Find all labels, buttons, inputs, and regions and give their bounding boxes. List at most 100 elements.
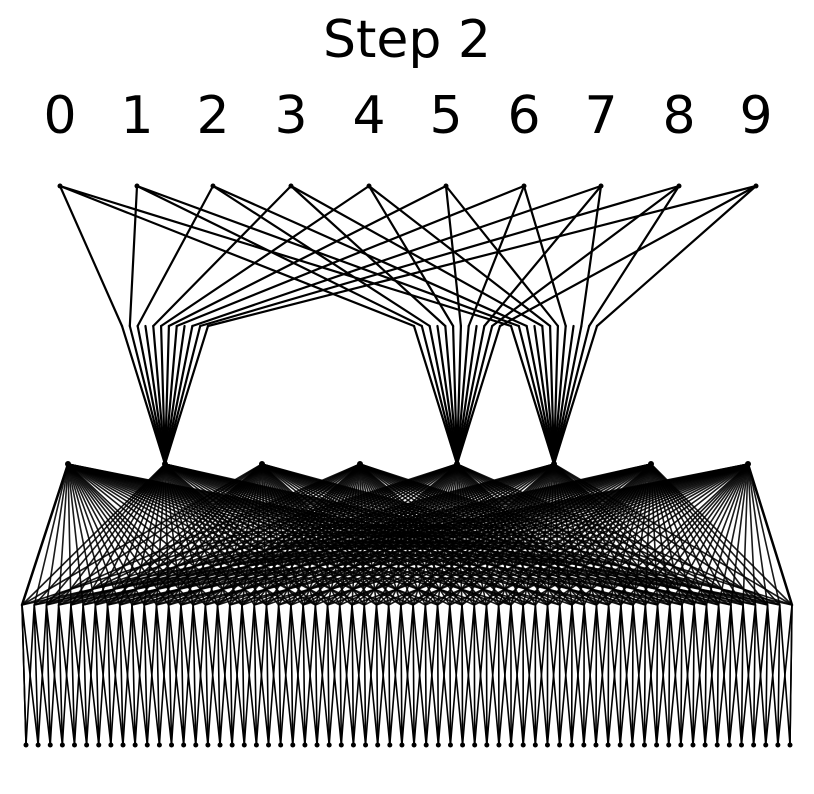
input-node-2 [210, 183, 216, 189]
dense-edge-1-2 [45, 463, 166, 606]
bottom-edge-0-1 [21, 604, 27, 746]
dense-edge-7-39 [497, 463, 749, 606]
bottom-edge-30-1 [387, 604, 391, 746]
edge-input-2-to-cluster-5 [211, 184, 431, 328]
bottom-edge-4-0 [57, 604, 76, 746]
fan-edge-6-10 [552, 324, 591, 466]
bottom-edge-33-0 [412, 604, 427, 746]
bottom-edge-60-0 [742, 604, 755, 746]
leaf-node-2 [47, 742, 53, 748]
dense-edge-7-17 [228, 463, 749, 606]
fan-edge-1-9 [163, 324, 194, 466]
bottom-edge-43-0 [534, 604, 549, 746]
leaf-node-49 [617, 742, 623, 748]
fan-edge-6-3 [533, 324, 556, 466]
dense-edge-1-11 [155, 463, 166, 606]
dense-edge-0-4 [67, 463, 72, 606]
dense-edge-7-31 [400, 463, 749, 606]
dense-edge-7-51 [644, 463, 749, 606]
bottom-edge-53-0 [656, 604, 670, 746]
leaf-node-14 [193, 742, 199, 748]
dense-edge-7-23 [302, 463, 749, 606]
dense-edge-7-45 [571, 463, 749, 606]
bottom-edges [21, 604, 793, 746]
dense-edge-2-0 [21, 463, 263, 606]
edge-input-6-to-cluster-6 [522, 184, 567, 328]
bottom-edge-12-1 [167, 604, 173, 746]
dense-edge-7-47 [595, 463, 749, 606]
edge-input-9-to-cluster-5 [498, 184, 758, 328]
bottom-edge-32-1 [412, 604, 415, 746]
bottom-edge-46-0 [571, 604, 585, 746]
bottom-edge-18-0 [228, 604, 246, 746]
leaf-node-47 [593, 742, 599, 748]
bottom-edge-17-1 [228, 604, 233, 746]
bottom-edge-42-0 [522, 604, 537, 746]
bottom-edge-40-0 [497, 604, 512, 746]
hub-node-5 [551, 461, 557, 467]
dense-edge-7-58 [730, 463, 749, 606]
bottom-edge-29-1 [375, 604, 379, 746]
bottom-edge-39-0 [485, 604, 500, 746]
dense-edge-1-6 [94, 463, 166, 606]
bottom-edge-38-0 [473, 604, 488, 746]
fan-edge-1-2 [136, 324, 167, 466]
bottom-edge-27-1 [351, 604, 355, 746]
leaf-node-44 [557, 742, 563, 748]
leaf-node-26 [338, 742, 344, 748]
bottom-edge-20-0 [253, 604, 270, 746]
bottom-edge-63-2 [789, 604, 793, 746]
dense-edge-7-35 [448, 463, 749, 606]
dense-edge-4-2 [45, 463, 458, 606]
dense-edge-6-30 [387, 463, 652, 606]
leaf-node-23 [302, 742, 308, 748]
bottom-edge-49-0 [607, 604, 622, 746]
bottom-edge-3-0 [45, 604, 64, 746]
input-label-2: 2 [196, 86, 230, 146]
leaf-node-33 [423, 742, 429, 748]
bottom-edge-55-1 [692, 604, 696, 746]
edge-input-2-to-cluster-1 [136, 184, 215, 328]
fan-edge-5-10 [455, 324, 494, 466]
bottom-edge-48-0 [595, 604, 609, 746]
leaf-node-45 [569, 742, 575, 748]
input-node-5 [443, 183, 449, 189]
bottom-edge-31-1 [400, 604, 403, 746]
hub-node-1 [162, 461, 168, 467]
dense-edge-7-60 [747, 463, 757, 606]
bottom-edge-14-1 [192, 604, 197, 746]
fan-edge-6-0 [509, 324, 556, 466]
bottom-edge-23-1 [302, 604, 306, 746]
dense-edge-7-29 [375, 463, 749, 606]
fan-edge-5-9 [455, 324, 486, 466]
input-node-7 [598, 183, 604, 189]
input-label-6: 6 [507, 86, 541, 146]
dense-edge-1-1 [33, 463, 166, 606]
input-label-1: 1 [120, 86, 154, 146]
dense-edge-right-boundary [746, 462, 794, 607]
bottom-edge-52-0 [644, 604, 658, 746]
fan-edge-5-3 [436, 324, 459, 466]
dense-edge-0-2 [45, 463, 69, 606]
bottom-edge-34-0 [424, 604, 440, 746]
bottom-edge-10-1 [143, 604, 149, 746]
bottom-edge-28-0 [351, 604, 367, 746]
dense-edge-5-5 [82, 463, 555, 606]
bottom-edge-24-1 [314, 604, 318, 746]
input-node-3 [288, 183, 294, 189]
bottom-edge-2-1 [45, 604, 52, 746]
leaf-node-34 [435, 742, 441, 748]
edge-input-4-to-cluster-5 [367, 184, 455, 328]
dense-edge-6-28 [363, 463, 652, 606]
edge-input-7-to-cluster-5 [483, 184, 603, 328]
dense-edge-7-61 [747, 463, 769, 606]
edge-input-2-to-cluster-6 [211, 184, 528, 328]
dense-edge-7-3 [57, 463, 749, 606]
fan-edge-5-8 [455, 324, 478, 466]
fan-edge-5-5 [451, 324, 459, 466]
dense-edge-2-2 [45, 463, 263, 606]
bottom-edge-37-0 [461, 604, 476, 746]
dense-edge-6-32 [412, 463, 652, 606]
